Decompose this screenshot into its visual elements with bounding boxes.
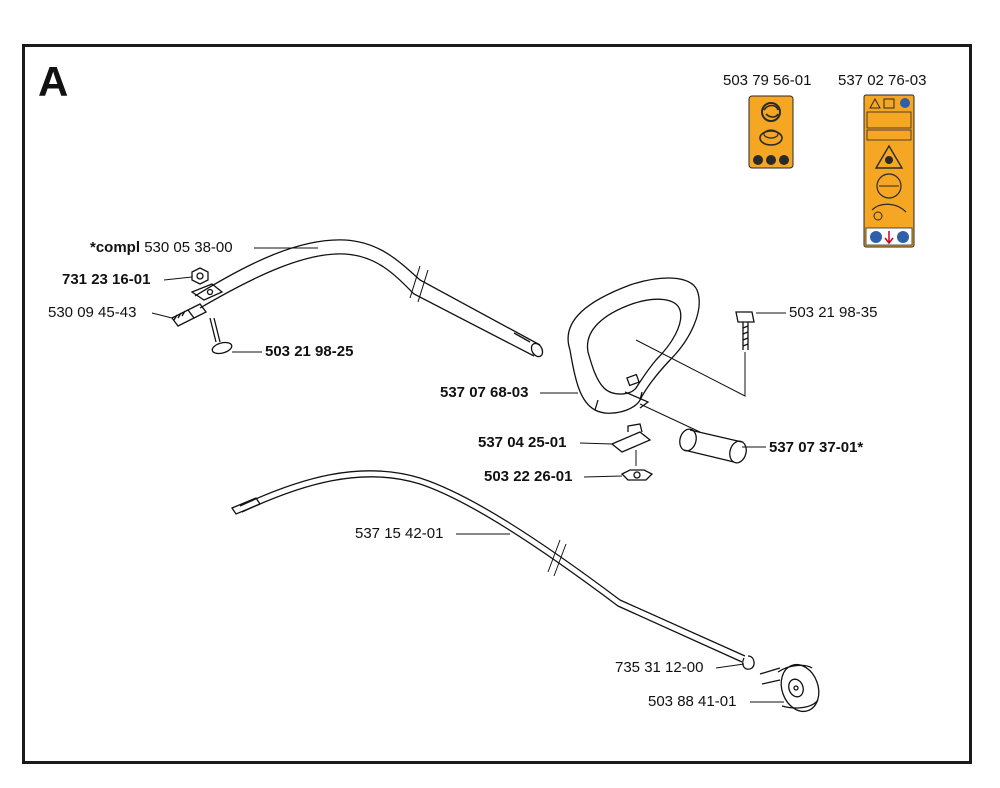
screw-left-part bbox=[209, 317, 233, 355]
label-clamp: 537 04 25-01 bbox=[478, 434, 567, 451]
label-shaft-compl-number: 530 05 38-00 bbox=[144, 239, 233, 256]
bolt-end-part bbox=[171, 303, 207, 327]
label-shaft-compl: *compl 530 05 38-00 bbox=[90, 239, 233, 257]
diagram-frame bbox=[22, 44, 972, 764]
section-letter: A bbox=[38, 58, 69, 105]
loop-handle bbox=[567, 277, 700, 414]
decal-537-02-76-03 bbox=[863, 94, 915, 248]
label-shaft-compl-prefix: *compl bbox=[90, 239, 141, 256]
label-handle: 537 07 68-03 bbox=[440, 384, 529, 401]
sleeve-part bbox=[679, 428, 747, 464]
clutch-drum-part bbox=[759, 663, 820, 713]
label-screw-right: 503 21 98-35 bbox=[789, 304, 878, 321]
shaft-tube bbox=[194, 239, 544, 358]
label-wing-nut: 503 22 26-01 bbox=[484, 468, 573, 485]
label-clutch-drum: 503 88 41-01 bbox=[648, 693, 737, 710]
decal-label-1: 503 79 56-01 bbox=[723, 72, 812, 89]
shaft-bracket bbox=[190, 283, 224, 301]
decal-label-2: 537 02 76-03 bbox=[838, 72, 927, 89]
nut-part bbox=[191, 267, 209, 285]
wing-nut-part bbox=[620, 469, 654, 481]
label-drive-cable: 537 15 42-01 bbox=[355, 525, 444, 542]
clamp-part bbox=[610, 423, 652, 466]
label-bolt-end: 530 09 45-43 bbox=[48, 304, 137, 321]
screw-right-part bbox=[735, 311, 755, 350]
decal-503-79-56-01 bbox=[748, 95, 794, 169]
circlip-part bbox=[742, 655, 755, 670]
label-sleeve: 537 07 37-01* bbox=[769, 439, 864, 456]
label-nut: 731 23 16-01 bbox=[62, 271, 151, 288]
drive-cable-part bbox=[231, 470, 746, 663]
label-circlip: 735 31 12-00 bbox=[615, 659, 704, 676]
label-screw-left: 503 21 98-25 bbox=[265, 343, 354, 360]
